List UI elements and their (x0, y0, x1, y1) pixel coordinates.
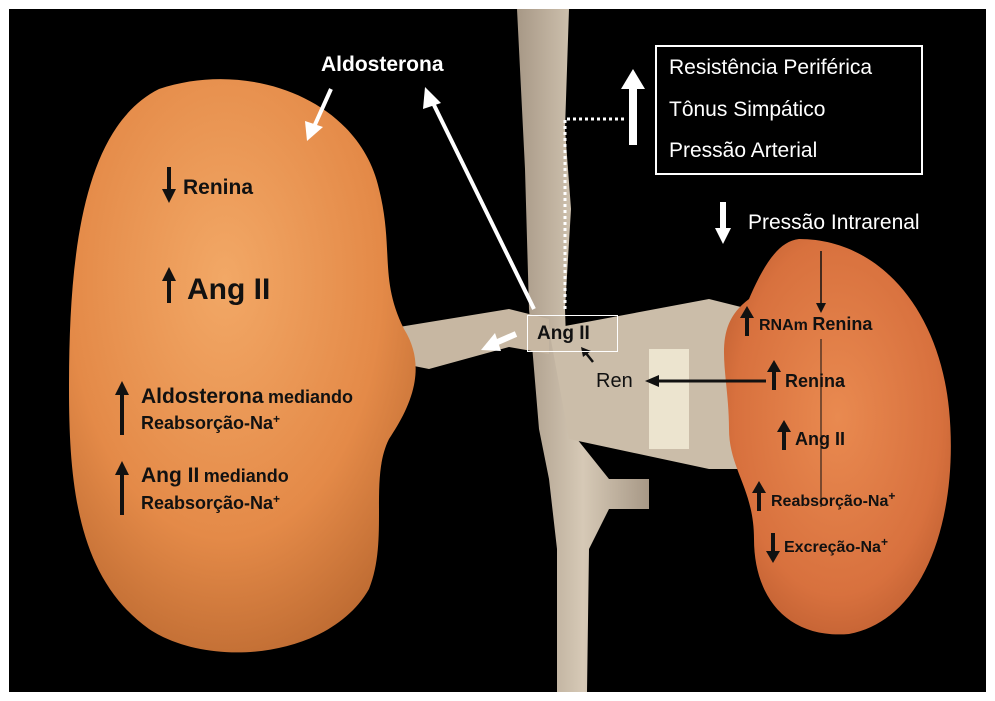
label-ang-ii-center: Ang II (537, 323, 590, 345)
left-kidney (69, 79, 416, 652)
right-label-reabsorcao: Reabsorção-Na+ (771, 493, 895, 511)
left-label-aldosterona-mediando: Aldosterona mediando (141, 385, 353, 409)
right-label-ang-ii: Ang II (795, 429, 845, 450)
left-label-ang-ii: Ang II (187, 273, 270, 307)
right-label-renina: Renina (785, 371, 845, 392)
down-arrow-icon (715, 202, 731, 244)
label-aldosterona-top: Aldosterona (321, 53, 444, 77)
right-label-rnam-renina: RNAm Renina (759, 314, 872, 335)
left-label-reabsorcao-2: Reabsorção-Na+ (141, 493, 280, 514)
box-line-resistencia: Resistência Periférica (669, 56, 872, 80)
label-pressao-intrarenal: Pressão Intrarenal (748, 211, 920, 235)
up-arrow-icon (114, 461, 130, 515)
left-label-reabsorcao-1: Reabsorção-Na+ (141, 413, 280, 434)
left-label-ang-ii-mediando: Ang II mediando (141, 464, 289, 488)
dotted-connector (565, 119, 625, 309)
renal-artery-clip (649, 349, 689, 449)
up-arrow-icon (752, 481, 766, 511)
systemic-effects-box: Resistência Periférica Tônus Simpático P… (655, 45, 923, 175)
up-arrow-icon (161, 267, 177, 303)
down-arrow-icon (161, 167, 177, 203)
box-line-pressao: Pressão Arterial (669, 139, 817, 163)
left-label-renina: Renina (183, 176, 253, 200)
kidney-photograph: Resistência Periférica Tônus Simpático P… (9, 9, 986, 692)
ang-ii-box: Ang II (527, 315, 618, 352)
up-arrow-icon (621, 69, 645, 145)
box-line-tonus: Tônus Simpático (669, 98, 825, 122)
arrow-to-aldosterona (423, 87, 441, 109)
down-arrow-icon (766, 533, 780, 563)
up-arrow-icon (114, 381, 130, 435)
up-arrow-icon (777, 420, 791, 450)
up-arrow-icon (767, 360, 781, 390)
up-arrow-icon (740, 306, 754, 336)
label-ren: Ren (596, 370, 633, 393)
right-label-excrecao: Excreção-Na+ (784, 539, 888, 557)
